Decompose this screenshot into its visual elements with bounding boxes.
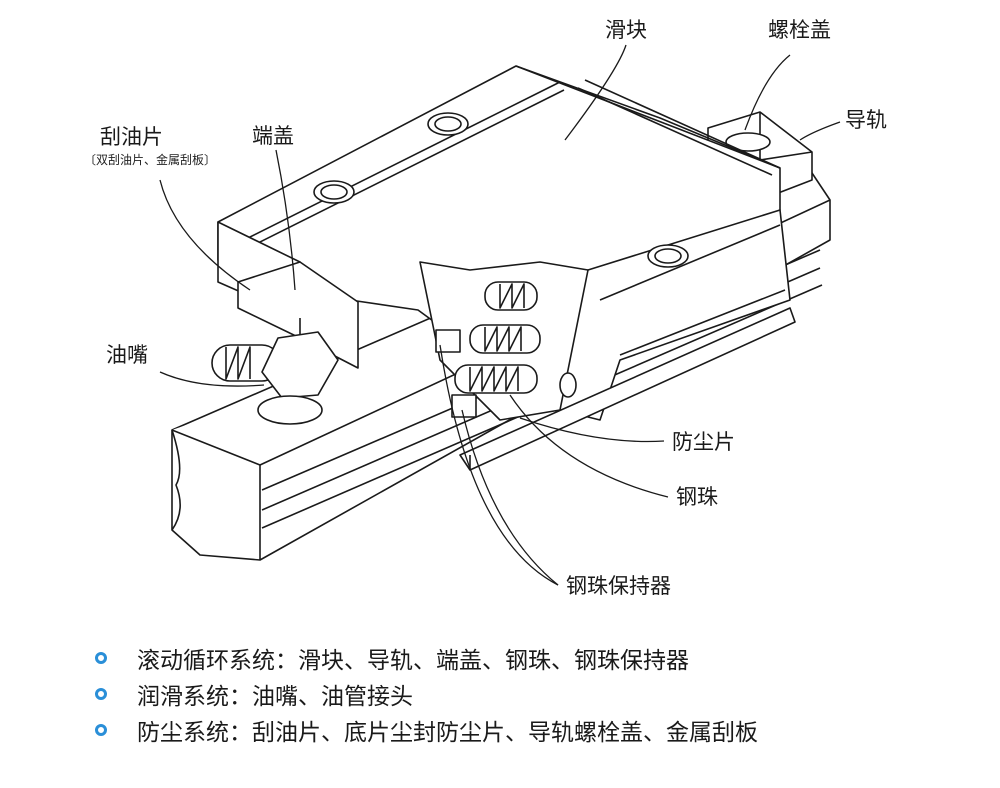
list-item: 滚动循环系统：滑块、导轨、端盖、钢珠、钢珠保持器 (95, 640, 975, 676)
list-item-text: 防尘系统：刮油片、底片尘封防尘片、导轨螺栓盖、金属刮板 (137, 720, 758, 746)
leader-lines (159, 44, 841, 586)
end-cap-label: 端盖 (252, 124, 294, 148)
dust-strip-label: 防尘片 (672, 430, 735, 454)
list-item: 润滑系统：油嘴、油管接头 (95, 676, 975, 712)
steel-balls (435, 281, 541, 418)
list-item-text: 滚动循环系统：滑块、导轨、端盖、钢珠、钢珠保持器 (137, 648, 689, 674)
ball-retainer-label: 钢珠保持器 (566, 574, 671, 598)
scraper-note-label: 〔双刮油片、金属刮板〕 (84, 153, 217, 167)
linear-guide-diagram: 滑块 螺栓盖 导轨 刮油片 〔双刮油片、金属刮板〕 端盖 油嘴 防尘片 钢珠 钢… (84, 18, 887, 598)
list-item: 防尘系统：刮油片、底片尘封防尘片、导轨螺栓盖、金属刮板 (95, 712, 975, 748)
scraper-label: 刮油片 (100, 125, 163, 149)
bullet-ring-icon (95, 724, 107, 736)
slider-label: 滑块 (605, 18, 647, 42)
grease-nipple-label: 油嘴 (106, 343, 148, 367)
grease-nipple (211, 331, 339, 425)
list-item-text: 润滑系统：油嘴、油管接头 (137, 684, 413, 710)
diagram-drawing (159, 44, 841, 586)
rail-label: 导轨 (845, 108, 887, 132)
bullet-ring-icon (95, 652, 107, 664)
bullet-ring-icon (95, 688, 107, 700)
system-list: 滚动循环系统：滑块、导轨、端盖、钢珠、钢珠保持器 润滑系统：油嘴、油管接头 防尘… (95, 640, 975, 748)
bolt-cap-label: 螺栓盖 (768, 18, 831, 42)
steel-ball-label: 钢珠 (676, 485, 718, 509)
